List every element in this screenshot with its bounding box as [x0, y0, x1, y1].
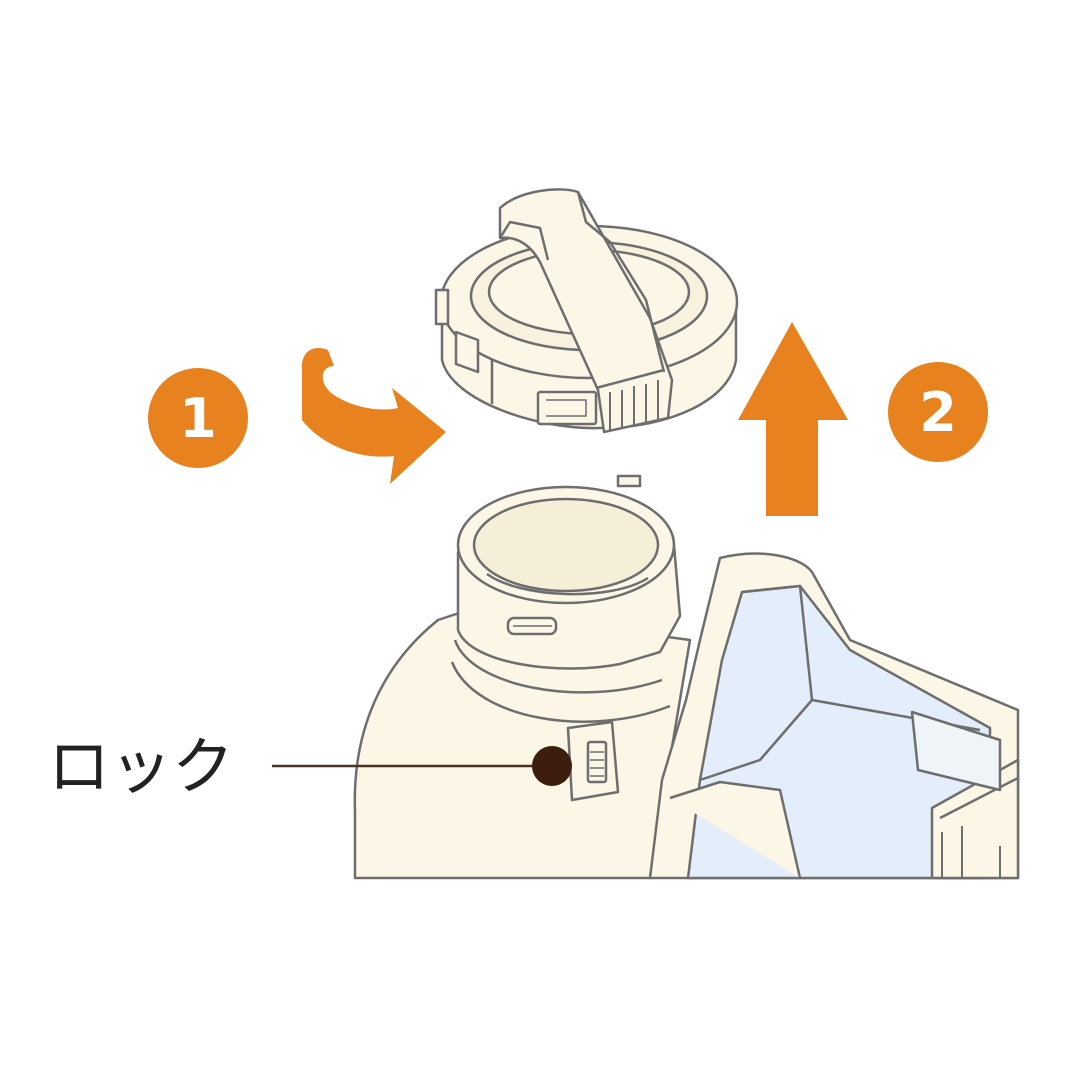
- lock-callout: ロック: [48, 730, 572, 803]
- step-1-circle: [148, 368, 248, 468]
- lock-indicator-dot: [532, 746, 572, 786]
- bottle-cap: [434, 188, 739, 434]
- lock-label: ロック: [48, 730, 234, 803]
- water-tank: [648, 552, 1020, 880]
- step-2-circle: [888, 362, 988, 462]
- step-1-number: 1: [179, 387, 217, 450]
- step-2-badge: 2: [888, 362, 988, 462]
- container-body: [353, 474, 692, 880]
- step-2-number: 2: [919, 381, 957, 444]
- rotate-arrow-icon: [301, 348, 446, 484]
- step-1-badge: 1: [148, 368, 248, 468]
- lift-arrow-icon: [738, 322, 848, 516]
